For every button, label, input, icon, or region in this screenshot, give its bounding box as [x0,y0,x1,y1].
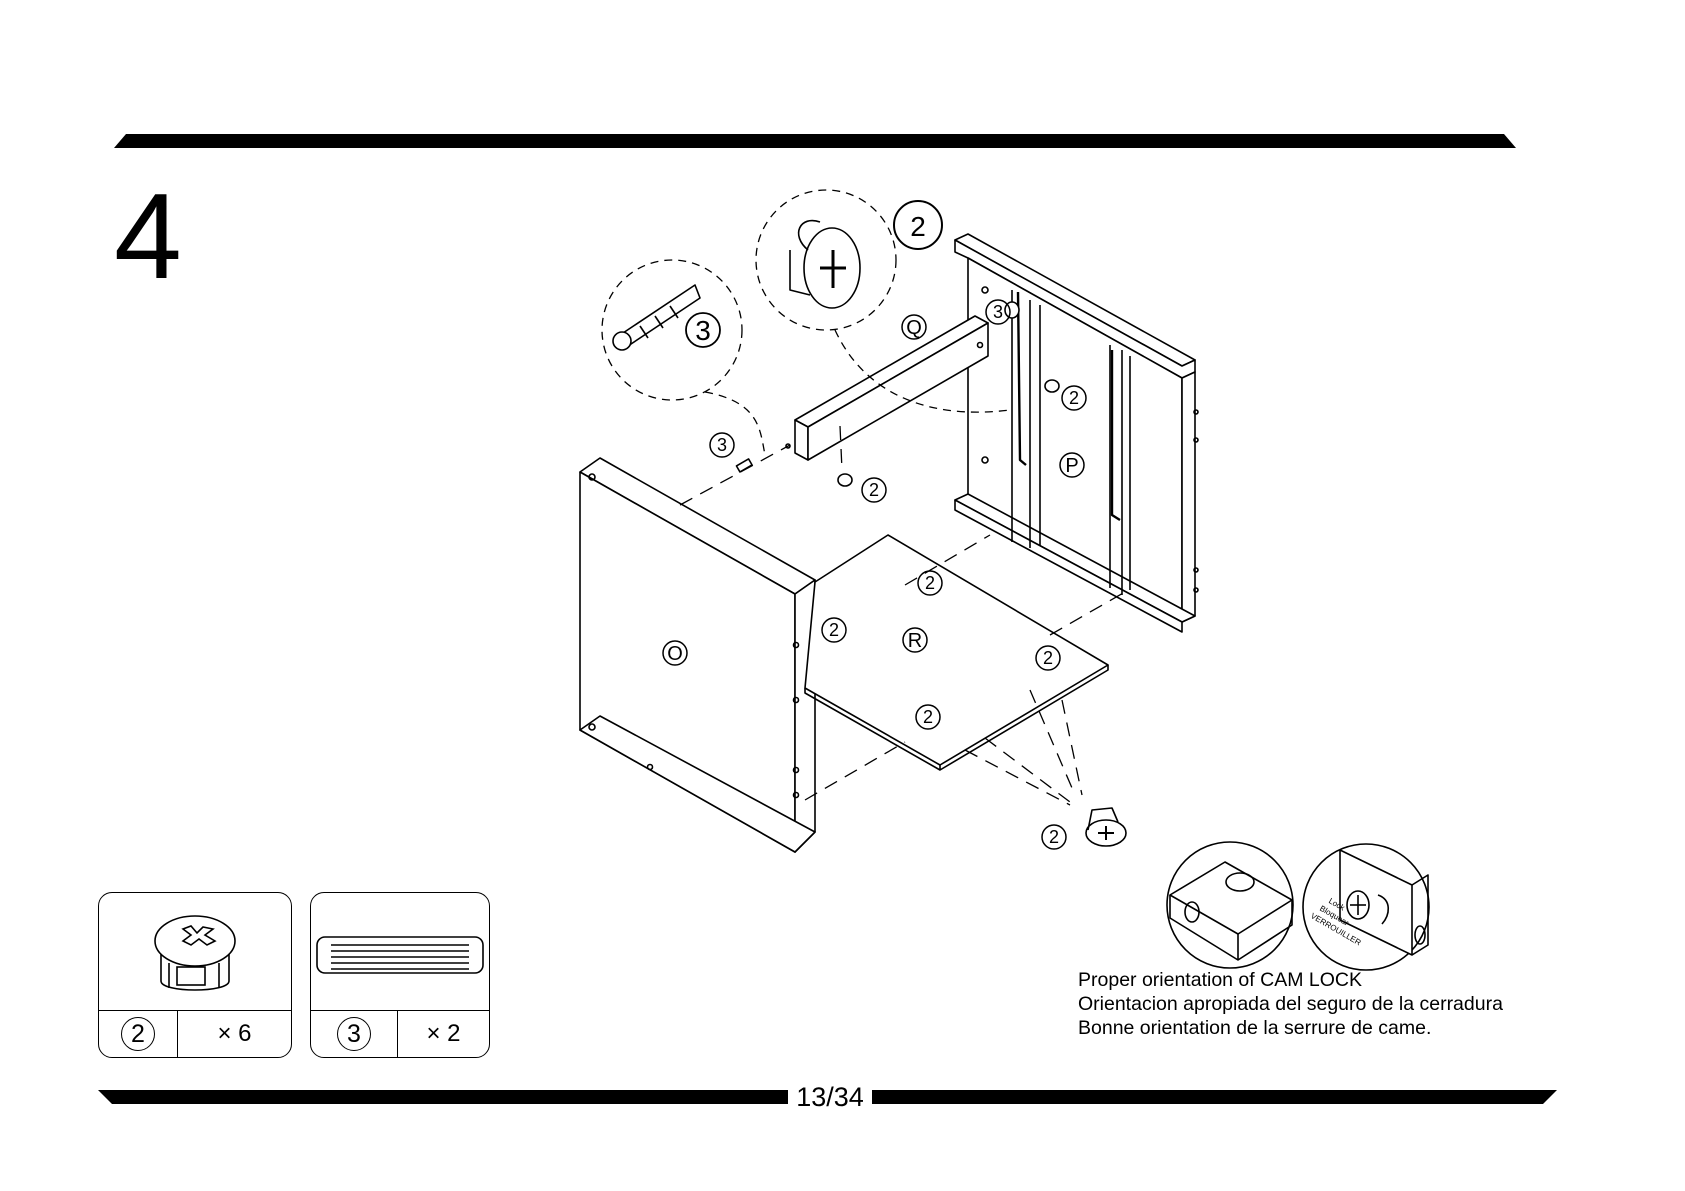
svg-text:2: 2 [925,573,935,593]
qty-cam-lock: × 6 [178,1011,291,1057]
svg-text:3: 3 [993,302,1003,322]
zoom-dowel-icon [613,285,700,350]
panel-o-label: O [667,643,683,665]
hardware-box-dowel: 3 × 2 [310,892,490,1058]
note-es: Orientacion apropiada del seguro de la c… [1078,992,1503,1016]
svg-text:2: 2 [1069,388,1079,408]
svg-text:2: 2 [923,707,933,727]
panel-r-label: R [908,630,922,652]
svg-text:2: 2 [829,620,839,640]
cam-lock-icon [99,893,291,1009]
zoom-dowel-label: 3 [695,315,711,346]
note-fr: Bonne orientation de la serrure de came. [1078,1016,1503,1040]
hardware-box-cam-lock: 2 × 6 [98,892,292,1058]
svg-text:2: 2 [1043,648,1053,668]
svg-text:2: 2 [869,480,879,500]
zoom-cam-lock-label: 2 [910,211,926,242]
zoom-cam-lock-icon [790,221,860,308]
cam-lock-notes: Proper orientation of CAM LOCK Orientaci… [1078,968,1503,1040]
part-id-2: 2 [121,1017,155,1051]
panel-r [805,535,1108,770]
part-id-3: 3 [337,1017,371,1051]
wood-dowel-icon [311,893,489,1009]
svg-text:3: 3 [717,435,727,455]
page-number: 13/34 [788,1080,872,1114]
footer-rule-left [98,1090,788,1104]
footer-rule-right [872,1090,1557,1104]
svg-text:2: 2 [1049,827,1059,847]
panel-q [786,316,988,460]
panel-p-label: P [1065,455,1078,477]
panel-o [580,458,815,852]
panel-p [955,234,1198,632]
panel-q-label: Q [906,317,922,339]
note-en: Proper orientation of CAM LOCK [1078,968,1503,992]
qty-dowel: × 2 [398,1011,489,1057]
cam-orientation-diagrams [1167,842,1429,970]
